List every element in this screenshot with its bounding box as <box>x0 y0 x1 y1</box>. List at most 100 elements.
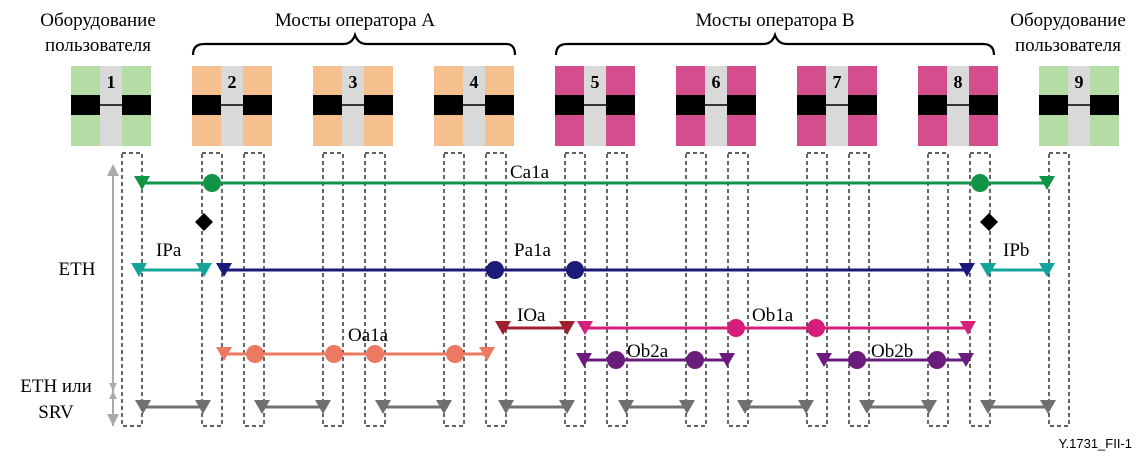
bridge-9: 9 <box>1039 66 1119 146</box>
mip-circle <box>486 261 504 279</box>
mip-circle <box>246 345 264 363</box>
bridge-port-left <box>676 95 705 115</box>
bridge-4: 4 <box>434 66 514 146</box>
label-ca1a: Ca1a <box>510 162 550 183</box>
mip-circle <box>325 345 343 363</box>
user-left-label-line1: Оборудование <box>40 10 156 31</box>
figure-id: Y.1731_FII-1 <box>1059 436 1132 451</box>
bridge-port-right <box>364 95 393 115</box>
bridge-port-right <box>243 95 272 115</box>
mep-box <box>685 152 707 427</box>
bridge-2: 2 <box>192 66 272 146</box>
bridge-6: 6 <box>676 66 756 146</box>
mep-box <box>364 152 386 427</box>
mep-box <box>121 152 143 427</box>
bridge-center <box>463 66 485 146</box>
user-left-label-line2: пользователя <box>45 35 151 56</box>
mip-circle <box>848 351 866 369</box>
bridge-center <box>705 66 727 146</box>
user-right-label-line2: пользователя <box>1015 35 1121 56</box>
bridge-port-left <box>797 95 826 115</box>
bridge-7: 7 <box>797 66 877 146</box>
bridge-port-left <box>434 95 463 115</box>
mep-box <box>564 152 586 427</box>
bridge-number: 7 <box>833 72 842 92</box>
bridge-port-left <box>918 95 947 115</box>
mep-box <box>243 152 265 427</box>
bridge-1: 1 <box>71 66 151 146</box>
mip-circle <box>366 345 384 363</box>
bridge-port-right <box>606 95 635 115</box>
mip-circle <box>807 319 825 337</box>
bridge-center <box>584 66 606 146</box>
level-eth-or-srv-line2: SRV <box>38 402 74 423</box>
bridge-5: 5 <box>555 66 635 146</box>
diamond-marker <box>195 213 213 231</box>
mep-box <box>201 152 223 427</box>
label-ipb: IPb <box>1003 240 1029 261</box>
operator-a-brace <box>191 31 517 56</box>
bridge-number: 4 <box>470 72 479 92</box>
bridge-port-right <box>848 95 877 115</box>
label-pa1a: Pa1a <box>514 240 552 261</box>
bridge-port-right <box>1090 95 1119 115</box>
bridges: 1 2 3 4 5 6 7 8 9 <box>71 66 1119 146</box>
bridge-number: 6 <box>712 72 721 92</box>
level-eth: ETH <box>59 259 96 280</box>
me-flows <box>131 174 1056 414</box>
bridge-number: 8 <box>954 72 963 92</box>
bridge-port-left <box>555 95 584 115</box>
bridge-number: 5 <box>591 72 600 92</box>
mep-box <box>969 152 991 427</box>
operator-b-brace <box>554 31 996 56</box>
mip-circle <box>971 174 989 192</box>
bridge-8: 8 <box>918 66 998 146</box>
label-oa1a: Oa1a <box>348 325 389 346</box>
mep-boxes <box>121 152 1070 427</box>
bridge-port-right <box>727 95 756 115</box>
mep-box <box>1048 152 1070 427</box>
mep-box <box>606 152 628 427</box>
mep-box <box>927 152 949 427</box>
mip-circle <box>928 351 946 369</box>
label-ob2a: Ob2a <box>627 341 669 362</box>
bridge-port-right <box>485 95 514 115</box>
mep-box <box>848 152 870 427</box>
label-ob1a: Ob1a <box>752 305 794 326</box>
user-right-label-line1: Оборудование <box>1010 10 1126 31</box>
mep-box <box>806 152 828 427</box>
label-ioa: IOa <box>517 305 546 326</box>
operator-b-label: Мосты оператора B <box>695 10 854 31</box>
mip-circle <box>566 261 584 279</box>
bridge-port-left <box>313 95 342 115</box>
mip-circle <box>686 351 704 369</box>
bridge-3: 3 <box>313 66 393 146</box>
bridge-port-left <box>71 95 100 115</box>
level-eth-or-srv-line1: ETH или <box>20 376 92 397</box>
bridge-center <box>342 66 364 146</box>
mep-box <box>322 152 344 427</box>
bridge-number: 1 <box>107 72 116 92</box>
mip-circle <box>446 345 464 363</box>
bridge-center <box>1068 66 1090 146</box>
level-axis <box>107 164 119 426</box>
bridge-center <box>826 66 848 146</box>
mip-circle <box>607 351 625 369</box>
bridge-port-left <box>1039 95 1068 115</box>
mep-box <box>727 152 749 427</box>
bridge-center <box>100 66 122 146</box>
bridge-number: 9 <box>1075 72 1084 92</box>
mep-box <box>485 152 507 427</box>
mep-box <box>443 152 465 427</box>
bridge-number: 3 <box>349 72 358 92</box>
bridge-port-left <box>192 95 221 115</box>
label-ob2b: Ob2b <box>871 341 913 362</box>
label-ipa: IPa <box>156 240 182 261</box>
operator-a-label: Мосты оператора A <box>275 10 435 31</box>
bridge-port-right <box>969 95 998 115</box>
bridge-center <box>221 66 243 146</box>
bridge-port-right <box>122 95 151 115</box>
bridge-center <box>947 66 969 146</box>
diamond-marker <box>980 213 998 231</box>
